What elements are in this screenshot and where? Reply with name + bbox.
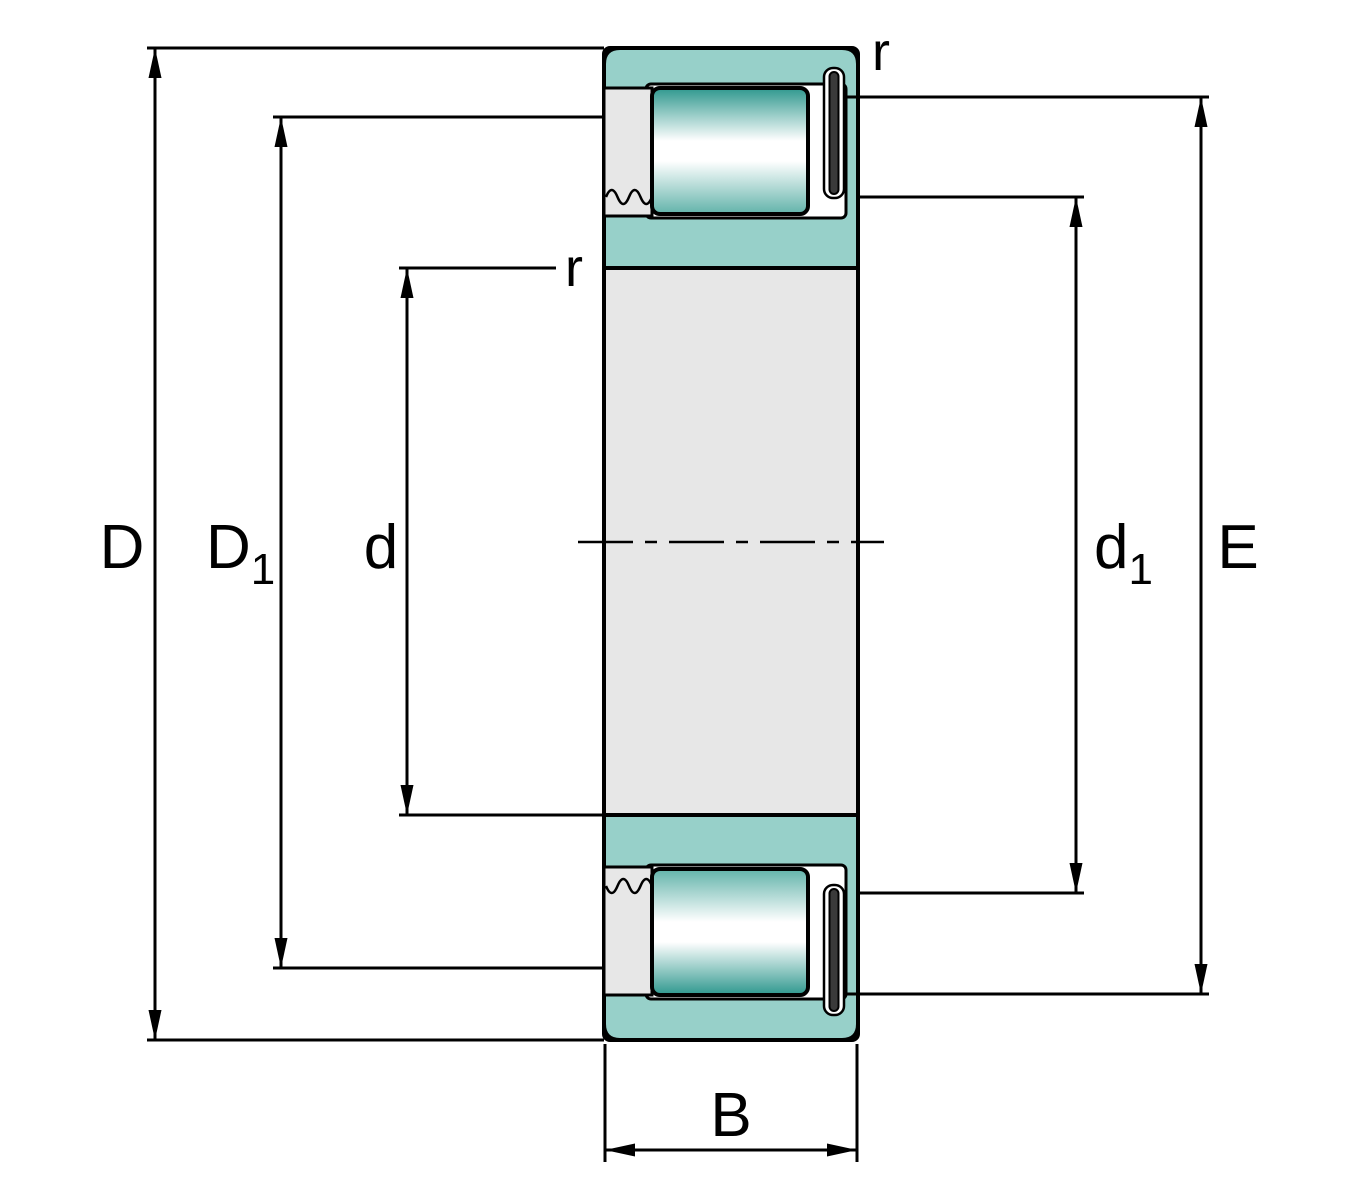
label-D1: D1: [206, 513, 275, 594]
arrow-E-bottom: [1194, 964, 1208, 994]
arrow-d-top: [400, 268, 414, 298]
cage-break-line-top: [604, 188, 654, 206]
arrow-d1-top: [1069, 197, 1083, 227]
arrow-B-right: [827, 1143, 857, 1157]
arrow-d-bottom: [400, 785, 414, 815]
label-d: d: [364, 513, 398, 582]
cage-pin-top: [828, 71, 840, 195]
arrow-E-top: [1194, 97, 1208, 127]
arrow-d1-bottom: [1069, 863, 1083, 893]
arrow-B-left: [605, 1143, 635, 1157]
roller-bottom: [650, 867, 810, 997]
label-d1: d1: [1094, 513, 1153, 594]
arrow-D-top: [148, 48, 162, 78]
cage-section-bottom: [602, 865, 654, 997]
arrow-D1-top: [274, 117, 288, 147]
cage-section-top: [602, 86, 654, 218]
arrow-D-bottom: [148, 1010, 162, 1040]
cage-break-line-bottom: [604, 877, 654, 895]
label-E: E: [1217, 513, 1258, 582]
roller-top: [650, 86, 810, 216]
label-D: D: [100, 513, 145, 582]
cage-pin-bottom: [828, 888, 840, 1012]
label-B: B: [710, 1081, 751, 1150]
arrow-D1-bottom: [274, 938, 288, 968]
label-r-inner: r: [565, 238, 583, 298]
label-r-outer: r: [872, 22, 890, 82]
